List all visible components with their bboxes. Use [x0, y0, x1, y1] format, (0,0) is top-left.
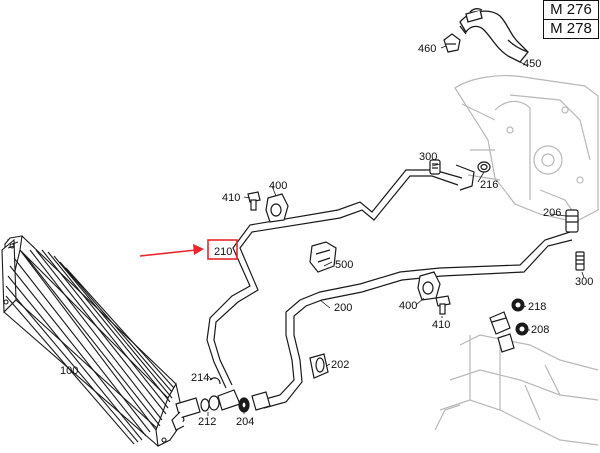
pipe-210 — [206, 164, 475, 389]
fitting-206 — [565, 209, 579, 233]
grommet-202 — [309, 353, 329, 379]
pipe-200 — [261, 231, 573, 409]
oil-cooler-100 — [1, 235, 185, 447]
callout-210: 210 — [214, 246, 232, 258]
transmission-housing — [454, 75, 599, 223]
fittings-lower-right — [489, 311, 515, 353]
callout-218: 218 — [528, 301, 546, 313]
model-label-m276: M 276 — [543, 0, 599, 20]
callout-460: 460 — [418, 43, 436, 55]
highlight-box-210 — [207, 239, 238, 260]
callout-214: 214 — [191, 372, 209, 384]
clamp-400-lower — [417, 271, 441, 301]
callout-300-right: 300 — [575, 276, 593, 288]
fitting-cluster-bottom — [171, 377, 271, 431]
seal-218 — [511, 298, 525, 312]
callout-204: 204 — [236, 416, 254, 428]
model-label-m278: M 278 — [543, 19, 599, 39]
callout-202: 202 — [331, 359, 349, 371]
clamp-460 — [443, 33, 461, 53]
callout-410-lower: 410 — [432, 319, 450, 331]
clamp-400-upper — [265, 193, 289, 223]
callout-410-upper: 410 — [222, 192, 240, 204]
seal-208 — [515, 322, 529, 336]
callout-212: 212 — [198, 416, 216, 428]
bracket-500 — [309, 241, 337, 273]
callout-208: 208 — [531, 324, 549, 336]
callout-206: 206 — [543, 207, 561, 219]
bolt-410-upper — [247, 191, 261, 211]
callout-450: 450 — [523, 58, 541, 70]
callout-400-upper: 400 — [269, 180, 287, 192]
bolt-300-right — [575, 251, 585, 271]
chassis-frame-ghost — [434, 334, 599, 446]
fitting-300-upper — [429, 159, 441, 175]
callout-500: 500 — [335, 259, 353, 271]
callout-216: 216 — [480, 179, 498, 191]
leader-lines — [207, 45, 585, 416]
callout-200: 200 — [334, 302, 352, 314]
callout-400-lower: 400 — [399, 300, 417, 312]
bolt-410-lower — [435, 295, 451, 315]
hose-450 — [459, 8, 529, 63]
callout-100: 100 — [60, 365, 78, 377]
seal-216 — [477, 161, 491, 173]
highlight-arrow — [139, 244, 204, 257]
callout-300-upper: 300 — [419, 151, 437, 163]
